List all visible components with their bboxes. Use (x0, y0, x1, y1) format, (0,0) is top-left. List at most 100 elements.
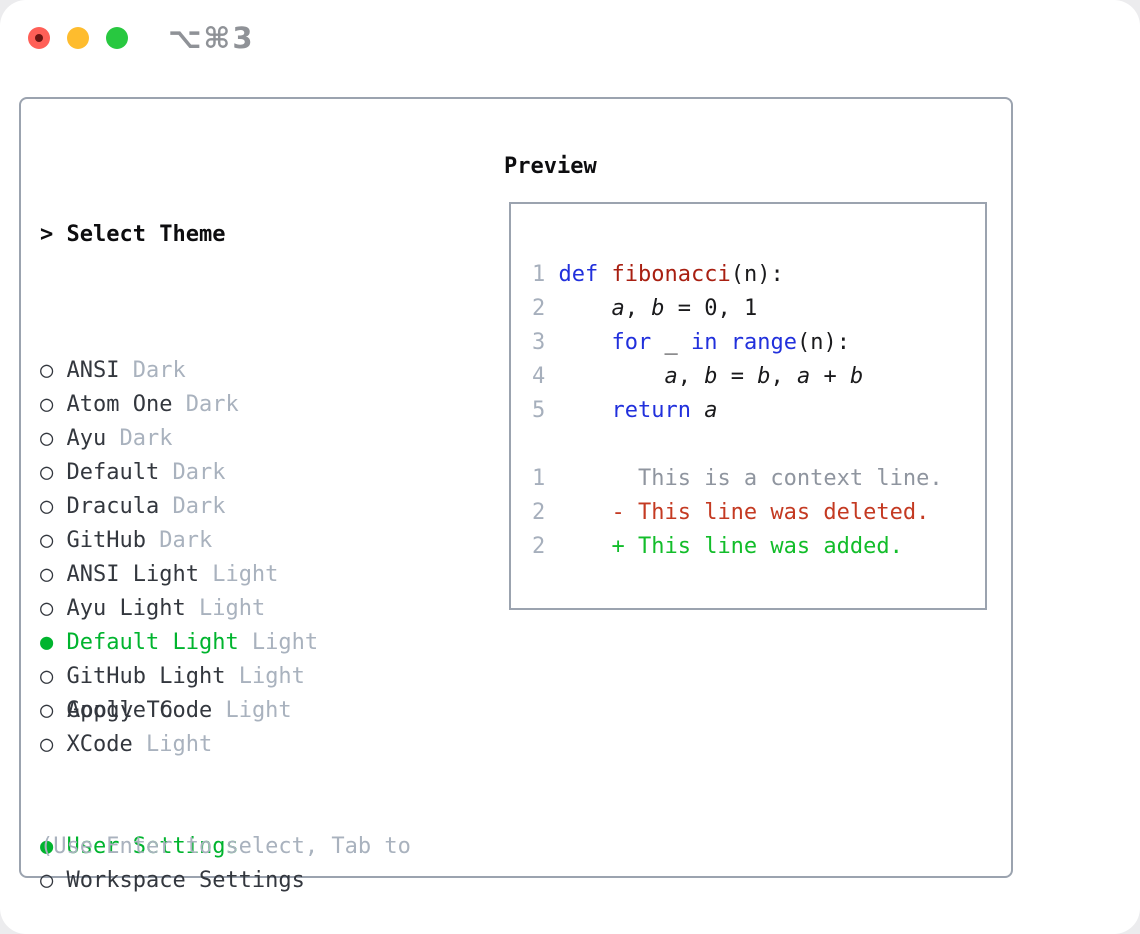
theme-option-label: Ayu Light (66, 596, 186, 621)
apply-to-label: Apply To (67, 698, 173, 723)
theme-variant-label: Light (238, 630, 319, 655)
code-segment-code (559, 296, 612, 321)
select-theme-heading: > Select Theme (40, 218, 318, 252)
theme-option-github-light-light[interactable]: ○ GitHub Light Light (40, 660, 318, 694)
prompt-caret: > (40, 222, 54, 247)
radio-icon: ○ (40, 698, 67, 723)
code-segment-code: _ (651, 330, 691, 355)
radio-icon: ○ (40, 426, 67, 451)
code-segment-code: + (810, 364, 850, 389)
preview-line: 1 def fibonacci(n): (532, 258, 985, 292)
window-shortcut-label: ⌥⌘3 (168, 21, 255, 55)
close-button[interactable] (28, 27, 50, 49)
code-segment-code (559, 330, 612, 355)
code-segment-keyword: return (611, 398, 691, 423)
radio-icon: ○ (40, 392, 67, 417)
theme-option-label: GitHub Light (66, 664, 226, 689)
radio-selected-icon: ● (40, 630, 67, 655)
code-segment-code (691, 398, 704, 423)
preview-line (532, 428, 985, 462)
hint-line-1: (Use Enter to select, Tab to (40, 834, 411, 859)
radio-selected-icon: ● (40, 834, 67, 859)
preview-title-label: Preview (504, 154, 597, 179)
theme-option-label: Default (66, 460, 160, 485)
theme-option-label: ANSI (66, 358, 120, 383)
theme-variant-label: Light (198, 562, 279, 587)
radio-icon: ○ (40, 664, 67, 689)
theme-variant-label: Dark (159, 494, 226, 519)
theme-option-ayu-light-light[interactable]: ○ Ayu Light Light (40, 592, 318, 626)
radio-icon: ○ (40, 494, 67, 519)
code-segment-function: fibonacci (611, 262, 731, 287)
theme-option-atom-one-dark[interactable]: ○ Atom One Dark (40, 388, 318, 422)
preview-line: 5 return a (532, 394, 985, 428)
line-number: 5 (532, 398, 559, 423)
code-segment-deleted: - This line was deleted. (558, 500, 930, 525)
zoom-button[interactable] (106, 27, 128, 49)
code-segment-code: , (770, 364, 797, 389)
theme-variant-label: Dark (159, 460, 226, 485)
code-segment-keyword: in (690, 330, 718, 355)
theme-selector-panel: > Select Theme ○ ANSI Dark○ Atom One Dar… (19, 97, 1013, 893)
radio-icon: ○ (40, 528, 67, 553)
preview-heading: Preview (504, 150, 597, 184)
radio-icon: ○ (40, 868, 67, 893)
theme-option-default-light-light[interactable]: ● Default Light Light (40, 626, 318, 660)
theme-option-label: Dracula (66, 494, 160, 519)
theme-option-label: Atom One (66, 392, 173, 417)
theme-option-label: Ayu (66, 426, 107, 451)
line-number: 2 (532, 296, 559, 321)
code-segment-code: = (717, 364, 758, 389)
theme-option-default-dark[interactable]: ○ Default Dark (40, 456, 318, 490)
theme-option-dracula-dark[interactable]: ○ Dracula Dark (40, 490, 318, 524)
minimize-button[interactable] (67, 27, 89, 49)
theme-option-label: ANSI Light (66, 562, 199, 587)
code-segment-var: b (757, 364, 771, 389)
radio-icon: ○ (40, 562, 67, 587)
preview-line: 4 a, b = b, a + b (532, 360, 985, 394)
radio-icon: ○ (40, 732, 67, 757)
line-number: 3 (532, 330, 559, 355)
apply-to-section: Apply To ● User Settings○ Workspace Sett… (40, 626, 305, 898)
code-segment-code: , (677, 364, 705, 389)
theme-variant-label: Dark (106, 426, 173, 451)
code-segment-var: a (704, 398, 718, 423)
code-segment-code: (n): (796, 330, 850, 355)
line-number: 2 (532, 534, 559, 559)
code-segment-code: (n): (730, 262, 784, 287)
code-segment-keyword: range (730, 330, 797, 355)
theme-option-ansi-dark[interactable]: ○ ANSI Dark (40, 354, 318, 388)
code-segment-keyword: for (611, 330, 652, 355)
code-segment-var: a (611, 296, 625, 321)
theme-option-google-code-light[interactable]: ○ Google Code Light (40, 694, 318, 728)
preview-line: 2 a, b = 0, 1 (532, 292, 985, 326)
theme-variant-label: Light (212, 698, 292, 723)
preview-line: 2 + This line was added. (532, 530, 985, 564)
code-segment-var: a (664, 364, 678, 389)
theme-option-github-dark[interactable]: ○ GitHub Dark (40, 524, 318, 558)
code-segment-code: = 0, 1 (664, 296, 758, 321)
preview-line: 3 for _ in range(n): (532, 326, 985, 360)
radio-icon: ○ (40, 596, 67, 621)
page-title: Select Theme (66, 222, 226, 247)
theme-option-label: GitHub (66, 528, 146, 553)
theme-variant-label: Dark (145, 528, 213, 553)
code-segment-code (717, 330, 730, 355)
theme-option-ansi-light-light[interactable]: ○ ANSI Light Light (40, 558, 318, 592)
code-segment-var: b (849, 364, 864, 389)
theme-option-ayu-dark[interactable]: ○ Ayu Dark (40, 422, 318, 456)
apply-to-heading: Apply To (40, 694, 305, 728)
theme-variant-label: Dark (172, 392, 239, 417)
code-segment-added: + This line was added. (558, 534, 903, 559)
apply-option-user-settings[interactable]: ● User Settings (40, 830, 305, 864)
keyboard-hint: (Use Enter to select, Tab to change focu… (40, 762, 411, 934)
theme-option-xcode-light[interactable]: ○ XCode Light (40, 728, 318, 762)
line-number: 1 (532, 262, 559, 287)
theme-list: > Select Theme ○ ANSI Dark○ Atom One Dar… (40, 150, 318, 762)
apply-option-workspace-settings[interactable]: ○ Workspace Settings (40, 864, 305, 898)
code-segment-keyword: def (558, 262, 612, 287)
theme-variant-label: Light (132, 732, 213, 757)
apply-option-label: User Settings (66, 834, 239, 859)
